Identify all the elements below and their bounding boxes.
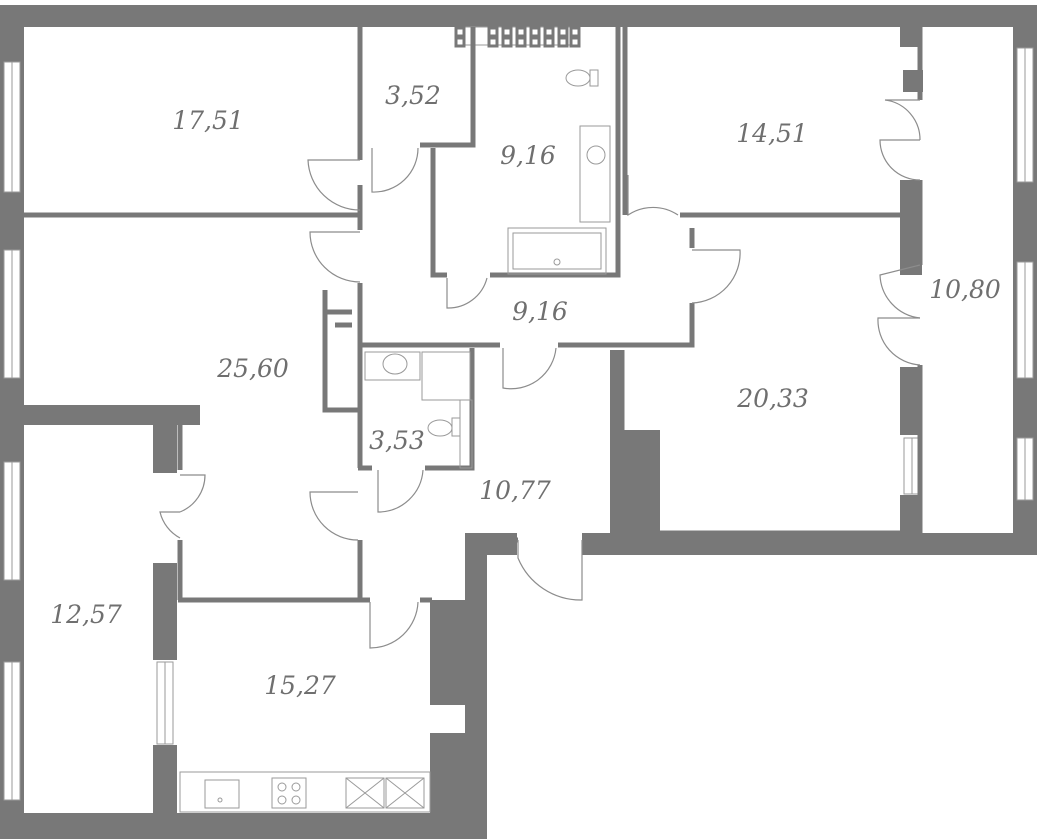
room-area-label: 20,33: [736, 384, 809, 413]
room-area-label: 15,27: [264, 671, 336, 700]
room-area-label: 3,52: [385, 81, 441, 110]
windows: [3, 26, 1034, 801]
room-area-label: 3,53: [369, 426, 425, 455]
bathroom-fixtures: [364, 69, 611, 469]
room-area-label: 12,57: [50, 600, 122, 629]
kitchen-fixtures: [179, 771, 431, 813]
room-area-label: 10,77: [479, 476, 551, 505]
room-area-label: 9,16: [512, 297, 568, 326]
partition-walls: [24, 27, 923, 603]
room-area-label: 25,60: [216, 354, 289, 383]
room-area-label: 10,80: [929, 275, 1001, 304]
doors: [159, 99, 921, 649]
room-area-label: 9,16: [500, 141, 556, 170]
room-area-label: 14,51: [736, 119, 808, 148]
exterior-walls: [0, 5, 1037, 839]
room-area-label: 17,51: [172, 106, 244, 135]
